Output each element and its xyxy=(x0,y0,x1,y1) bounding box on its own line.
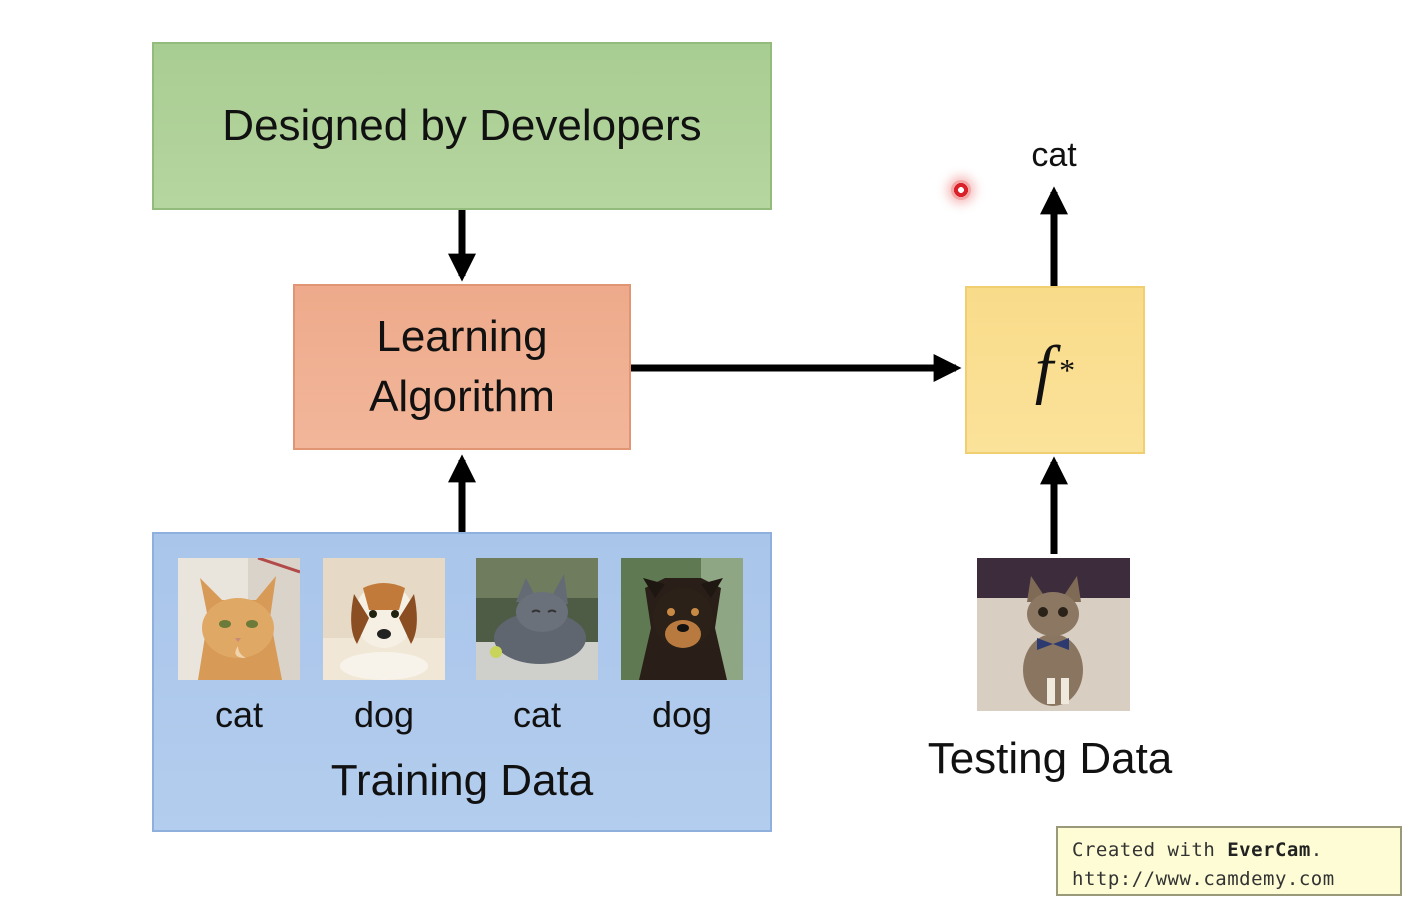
training-data-title: Training Data xyxy=(330,756,594,805)
evercam-watermark: Created with EverCam. http://www.camdemy… xyxy=(1056,826,1402,896)
training-image-black-tan-dog xyxy=(621,558,743,680)
training-label-3: cat xyxy=(512,694,562,735)
training-label-1: cat xyxy=(214,694,264,735)
training-image-orange-cat xyxy=(178,558,300,680)
training-image-beagle xyxy=(323,558,445,680)
training-data-box: cat dog cat xyxy=(152,532,772,832)
learning-label-line2: Algorithm xyxy=(369,372,555,421)
developers-box: Designed by Developers xyxy=(152,42,772,210)
learning-label-line1: Learning xyxy=(376,312,548,361)
watermark-url: http://www.camdemy.com xyxy=(1072,868,1335,890)
testing-image-kitten xyxy=(977,558,1130,711)
learned-function-box: f* xyxy=(965,286,1145,454)
watermark-line1: Created with EverCam. xyxy=(1072,839,1323,861)
testing-data-title: Testing Data xyxy=(927,734,1173,783)
output-label: cat xyxy=(1031,136,1077,174)
training-label-4: dog xyxy=(651,694,713,735)
function-symbol: f xyxy=(1034,333,1054,406)
learning-algorithm-box: Learning Algorithm xyxy=(293,284,631,450)
function-superscript: * xyxy=(1059,351,1076,388)
training-label-2: dog xyxy=(353,694,415,735)
watermark-brand: EverCam xyxy=(1227,839,1311,861)
training-image-gray-cat xyxy=(476,558,598,680)
developers-label: Designed by Developers xyxy=(222,101,702,150)
presenter-pointer-dot xyxy=(951,180,971,200)
